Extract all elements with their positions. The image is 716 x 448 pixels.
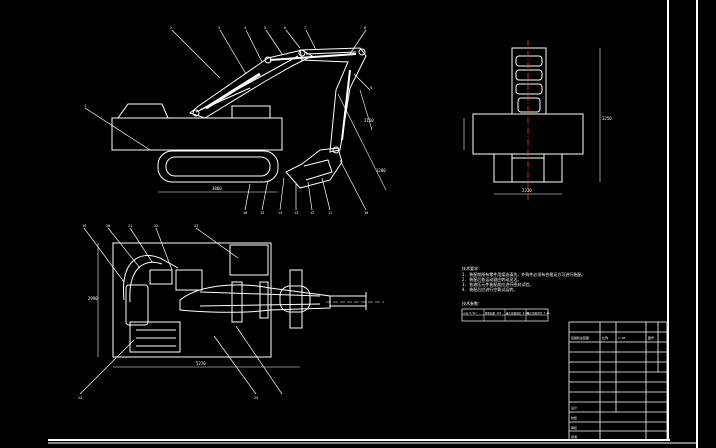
svg-text:14: 14: [278, 211, 282, 215]
front-track-right: [543, 153, 563, 183]
top-view: [79, 227, 384, 395]
svg-text:9: 9: [370, 86, 372, 90]
svg-text:10: 10: [364, 211, 368, 215]
svg-text:1: 1: [84, 104, 86, 108]
side-track: [157, 150, 279, 183]
side-dim-bucket: 1200: [376, 168, 386, 173]
svg-text:6: 6: [284, 26, 286, 30]
svg-text:图号: 图号: [648, 335, 654, 340]
title-block: [568, 321, 668, 441]
svg-text:7: 7: [304, 26, 306, 30]
svg-text:25: 25: [254, 396, 258, 400]
side-bucket: [285, 147, 343, 189]
top-body: [112, 242, 272, 358]
notes-line-1: 1. 装配前所有零件用煤油清洗，外购件必须有合格证方可进行装配。: [462, 271, 585, 277]
svg-text:审核: 审核: [571, 425, 577, 430]
side-cab: [231, 105, 271, 119]
side-upper-body: [111, 117, 283, 151]
side-boom: [188, 49, 314, 119]
svg-text:1:20: 1:20: [618, 336, 625, 340]
svg-text:2: 2: [170, 26, 172, 30]
notes-line-2: 2. 装配后各运动副应转动灵活。: [462, 276, 521, 282]
side-view: [84, 29, 387, 211]
side-dim-track-length: 3860: [212, 186, 222, 191]
svg-text:斗容 0.5m³: 斗容 0.5m³: [463, 311, 478, 315]
drawing-title: 挖掘机总装图: [571, 335, 589, 340]
svg-text:比例: 比例: [602, 335, 608, 340]
svg-text:整机质量 12t: 整机质量 12t: [485, 311, 502, 315]
svg-text:12: 12: [310, 211, 314, 215]
svg-text:20: 20: [106, 224, 110, 228]
svg-text:设计: 设计: [571, 405, 577, 410]
notes-line-4: 4. 装配后应进行空载试运转。: [462, 286, 517, 292]
top-dim-length: 5270: [196, 361, 206, 366]
svg-text:15: 15: [260, 211, 264, 215]
top-boom: [179, 284, 331, 313]
front-dim-track: 2330: [522, 188, 532, 193]
svg-text:校核: 校核: [571, 415, 577, 420]
title-block-text: 挖掘机总装图 比例 1:20 图号 设计 校核 审核 批准: [571, 335, 654, 439]
technical-params: 技术参数： 斗容 0.5m³ 整机质量 12t 最大挖掘深度 4.5m 最大挖掘…: [461, 300, 550, 322]
svg-text:最大挖掘深度 4.5m: 最大挖掘深度 4.5m: [506, 311, 529, 315]
svg-text:16: 16: [243, 211, 247, 215]
svg-text:24: 24: [78, 396, 82, 400]
side-counterweight-top: [117, 103, 169, 119]
technical-notes: 技术要求： 1. 装配前所有零件用煤油清洗，外购件必须有合格证方可进行装配。 2…: [462, 265, 585, 292]
front-dim-height: 3250: [602, 116, 612, 121]
svg-text:最大挖掘半径 7.2m: 最大挖掘半径 7.2m: [527, 311, 550, 315]
svg-text:23: 23: [194, 224, 198, 228]
svg-text:5: 5: [264, 26, 266, 30]
notes-heading: 技术要求：: [462, 265, 482, 271]
svg-text:3: 3: [218, 26, 220, 30]
params-heading: 技术参数：: [462, 300, 482, 306]
svg-text:11: 11: [328, 211, 332, 215]
top-dim-width: 2990: [88, 296, 98, 301]
svg-text:22: 22: [154, 224, 158, 228]
svg-text:21: 21: [128, 224, 132, 228]
svg-text:4: 4: [244, 26, 246, 30]
side-balloons: 1 2 3 4 5 6 7 8 9 10 11 12 13 14 15 16: [84, 26, 372, 215]
side-leaders: [84, 29, 371, 211]
side-dim-arm: 2150: [364, 118, 374, 123]
svg-text:19: 19: [82, 224, 86, 228]
notes-line-3: 3. 各液压元件装配前应进行密封试验。: [462, 281, 533, 287]
front-track-left: [493, 153, 513, 183]
svg-text:批准: 批准: [571, 434, 577, 439]
svg-text:13: 13: [294, 211, 298, 215]
side-arm: [299, 47, 367, 153]
top-balloons: 19 20 21 22 23 24 25: [78, 224, 258, 400]
front-view: [463, 40, 601, 200]
svg-text:8: 8: [364, 26, 366, 30]
